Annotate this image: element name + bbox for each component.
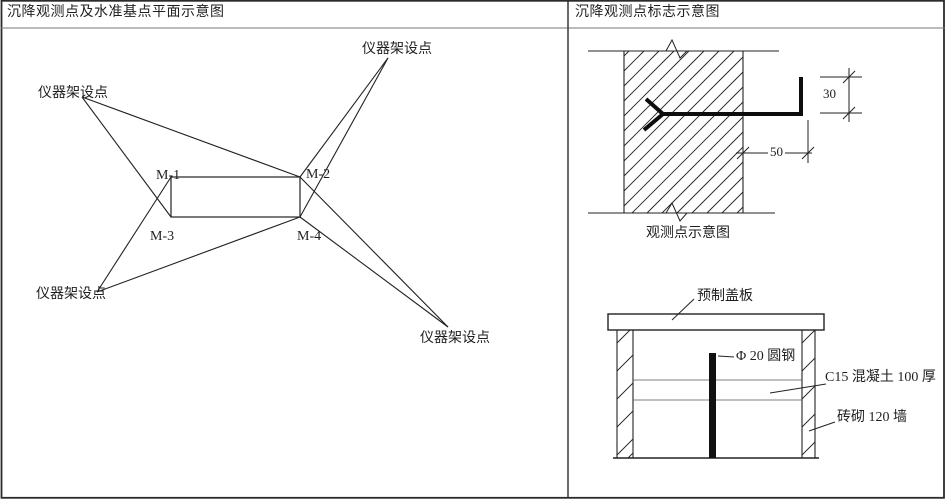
marker-label-m4: M-4 xyxy=(297,229,322,244)
benchmark-diagram xyxy=(607,298,836,459)
concrete-leader xyxy=(769,383,827,394)
sight-lines xyxy=(81,57,449,328)
marker-label-m1: M-1 xyxy=(156,168,181,183)
instrument-point-label-top-right: 仪器架设点 xyxy=(362,42,432,57)
dimension-30-text: 30 xyxy=(823,86,836,101)
instrument-point-label-top-left: 仪器架设点 xyxy=(38,86,108,101)
instrument-point-label-bottom-left: 仪器架设点 xyxy=(36,287,106,302)
left-wall-hatching xyxy=(616,329,634,459)
dimension-30 xyxy=(820,68,862,122)
instrument-point-label-bottom-right: 仪器架设点 xyxy=(420,331,490,346)
rod-leader xyxy=(717,355,735,358)
steel-marker xyxy=(642,77,803,132)
marker-detail-caption: 观测点示意图 xyxy=(646,226,730,241)
marker-label-m3: M-3 xyxy=(150,229,175,244)
concrete-label: C15 混凝土 100 厚 xyxy=(825,370,936,385)
anchor-prong-upper xyxy=(644,97,665,116)
brick-wall-label: 砖砌 120 墙 xyxy=(837,410,907,425)
steel-rod xyxy=(709,353,716,458)
break-symbol-bottom xyxy=(665,201,688,222)
anchor-prong-lower xyxy=(642,112,665,132)
building-outline xyxy=(170,176,301,218)
dimension-50-text: 50 xyxy=(768,144,785,160)
steel-rod-label: Φ 20 圆钢 xyxy=(736,349,796,364)
right-wall-hatching xyxy=(801,329,816,456)
marker-diagram xyxy=(588,38,862,222)
right-panel-title: 沉降观测点标志示意图 xyxy=(575,5,720,20)
break-symbol-top xyxy=(665,38,688,59)
left-panel-title: 沉降观测点及水准基点平面示意图 xyxy=(7,5,225,20)
cover-leader xyxy=(671,298,695,321)
wall-hatching xyxy=(623,50,744,214)
plan-diagram xyxy=(81,57,449,328)
cover-plate-label: 预制盖板 xyxy=(697,289,753,304)
wall-leader xyxy=(808,421,836,432)
marker-label-m2: M-2 xyxy=(306,167,331,182)
cover-plate xyxy=(607,313,825,331)
leader-lines xyxy=(671,298,836,432)
